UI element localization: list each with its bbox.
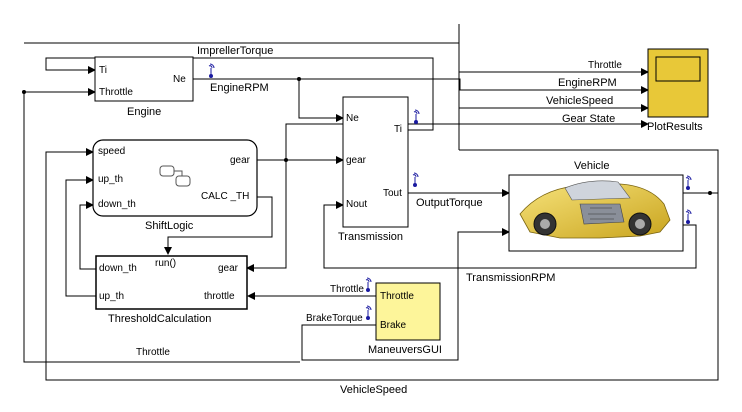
wire-throttle-bottom[interactable]	[23, 92, 300, 363]
wire-plot-feed[interactable]	[459, 149, 719, 193]
engine-throttle-port: Throttle	[99, 87, 133, 98]
shiftlogic-gear-port: gear	[230, 155, 251, 166]
signal-engine-rpm-plot: EngineRPM	[558, 77, 617, 89]
shiftlogic-label: ShiftLogic	[145, 220, 194, 232]
signal-engine-rpm: EngineRPM	[210, 82, 269, 94]
engine-block[interactable]	[94, 56, 194, 102]
signal-throttle-plot: Throttle	[588, 60, 622, 71]
threshold-label: ThresholdCalculation	[108, 313, 212, 325]
transmission-ne-port: Ne	[346, 113, 359, 124]
gui-throttle-port: Throttle	[380, 291, 414, 302]
signal-logging-icon	[208, 63, 692, 320]
transmission-tout-port: Tout	[383, 188, 402, 199]
wire-impeller-torque[interactable]	[45, 57, 434, 131]
transmission-label: Transmission	[338, 231, 403, 243]
wire-speed[interactable]	[45, 148, 719, 381]
wire-up-th[interactable]	[65, 176, 96, 297]
threshold-up-port: up_th	[99, 291, 125, 302]
signal-throttle-bottom: Throttle	[136, 347, 170, 358]
maneuvers-gui-block[interactable]	[375, 282, 441, 341]
wire-gearstate[interactable]	[285, 120, 649, 160]
transmission-ti-port: Ti	[394, 124, 402, 135]
signal-output-torque: OutputTorque	[416, 197, 483, 209]
signal-impeller-torque: ImprellerTorque	[197, 45, 274, 57]
transmission-block[interactable]	[342, 96, 409, 228]
engine-ti-port: Ti	[99, 65, 107, 76]
wire-brake-torque[interactable]	[301, 228, 510, 361]
stateflow-chart-icon	[159, 165, 191, 187]
signal-vehicle-speed-bottom: VehicleSpeed	[340, 384, 408, 396]
signal-vehicle-speed-plot: VehicleSpeed	[546, 95, 614, 107]
transmission-gear-port: gear	[346, 155, 367, 166]
shiftlogic-calc-port: CALC _TH	[201, 191, 250, 202]
wire-transmission-rpm[interactable]	[323, 201, 697, 269]
threshold-gear-port: gear	[218, 263, 239, 274]
shiftlogic-down-port: down_th	[98, 199, 136, 210]
wire-throttle-plot[interactable]	[458, 40, 649, 76]
shiftlogic-block[interactable]	[92, 139, 258, 217]
junction-dot	[22, 90, 26, 94]
shiftlogic-up-port: up_th	[98, 174, 124, 185]
threshold-throttle-port: throttle	[204, 291, 235, 302]
signal-brake-torque: BrakeTorque	[306, 313, 363, 324]
threshold-block[interactable]	[95, 255, 248, 310]
junction-dot	[284, 158, 288, 162]
wire-engine-rpm-plot[interactable]	[299, 78, 649, 94]
signal-throttle-gui: Throttle	[330, 284, 364, 295]
plot-screen	[655, 56, 701, 82]
engine-ne-port: Ne	[173, 74, 186, 85]
plot-results-label: PlotResults	[647, 121, 703, 133]
threshold-down-port: down_th	[99, 263, 137, 274]
wire-gear-threshold[interactable]	[246, 160, 287, 272]
threshold-trigger-port: run()	[155, 258, 177, 269]
signal-transmission-rpm: TransmissionRPM	[466, 272, 556, 284]
signal-gear-state: Gear State	[562, 113, 616, 125]
junction-dot	[708, 191, 712, 195]
vehicle-label: Vehicle	[574, 160, 610, 172]
gui-brake-port: Brake	[380, 320, 407, 331]
wire-engine-rpm[interactable]	[193, 78, 344, 122]
wire-calc-th[interactable]	[164, 196, 273, 255]
gui-label: ManeuversGUI	[368, 344, 442, 356]
engine-label: Engine	[127, 106, 162, 118]
transmission-nout-port: Nout	[346, 199, 368, 210]
junction-dot	[297, 77, 301, 81]
wire-down-th[interactable]	[79, 201, 96, 270]
car-image	[519, 180, 671, 239]
shiftlogic-speed-port: speed	[98, 146, 126, 157]
